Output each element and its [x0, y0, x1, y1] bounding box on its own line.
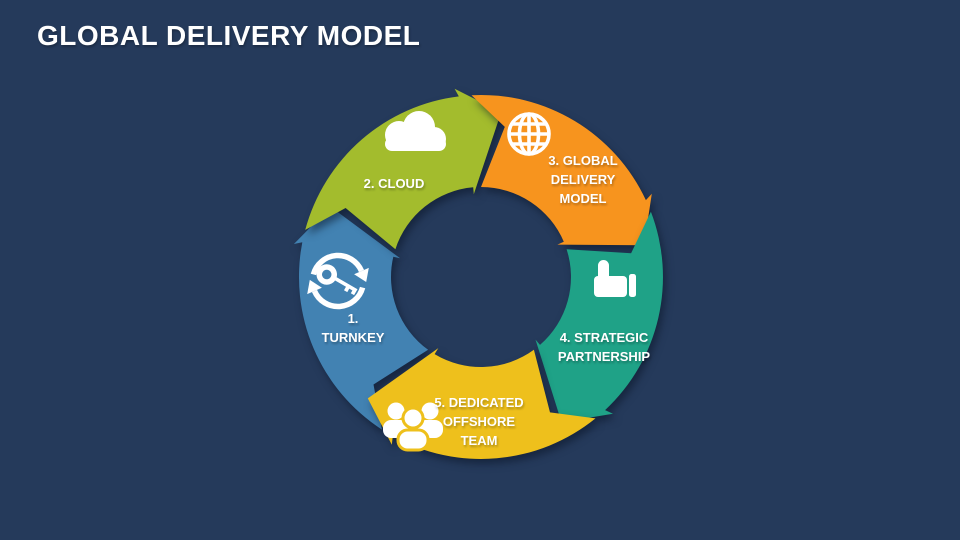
segment-label-strategic-partnership: 4. STRATEGIC PARTNERSHIP: [557, 330, 651, 364]
segment-label-dedicated-offshore-team: 5. DEDICATED OFFSHORE TEAM: [434, 395, 524, 448]
segment-label-global-delivery-model: 3. GLOBAL DELIVERY MODEL: [548, 153, 618, 206]
cycle-diagram: 1. TURNKEY 2. CLOUD 3. GLOBAL DELIVERY M…: [261, 57, 701, 497]
segment-turnkey: [293, 206, 429, 430]
key-cycle-icon: [307, 252, 369, 310]
people-icon: [383, 402, 443, 452]
cloud-icon: [385, 111, 446, 151]
globe-icon: [507, 112, 551, 156]
segment-label-turnkey: 1. TURNKEY: [321, 311, 385, 345]
cycle-ring: [293, 88, 663, 459]
segment-cloud: [305, 88, 502, 250]
segment-strategic-partnership: [535, 211, 663, 423]
slide-title: GLOBAL DELIVERY MODEL: [37, 20, 421, 51]
thumbs-up-icon: [594, 260, 636, 297]
segment-label-cloud: 2. CLOUD: [363, 176, 425, 191]
